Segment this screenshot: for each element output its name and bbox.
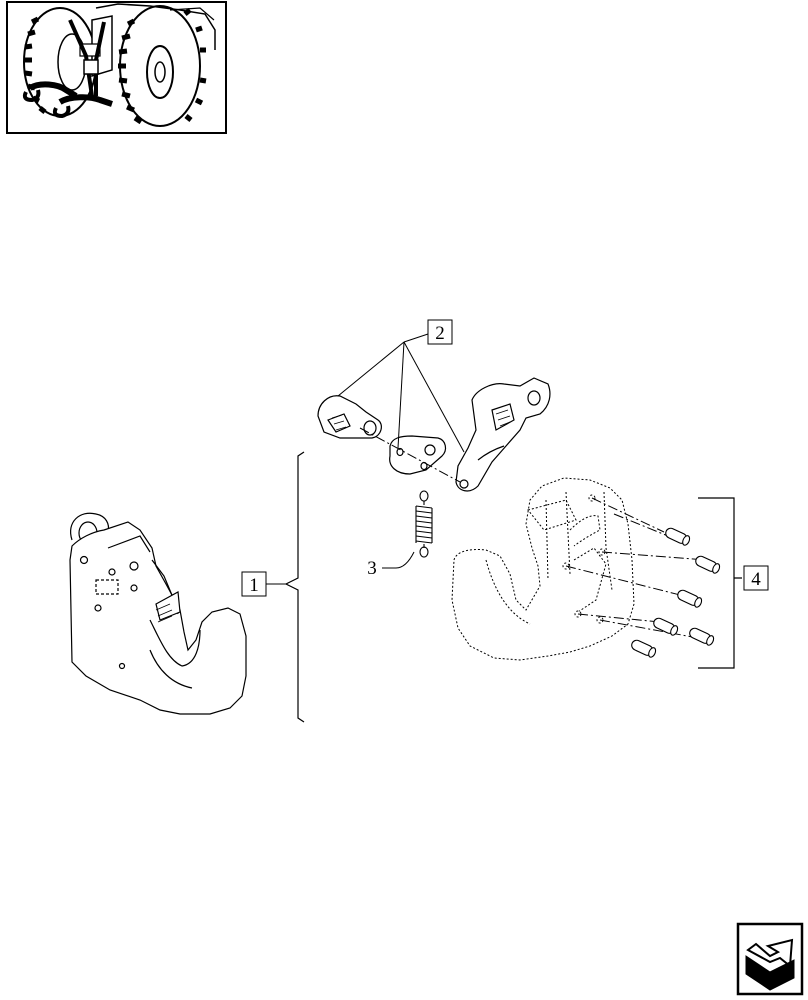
hook-body-ghost [451, 477, 635, 661]
callout-1-label: 1 [249, 575, 259, 596]
callout-1[interactable]: 1 [241, 571, 267, 597]
callout-3-label: 3 [367, 558, 377, 579]
pin [689, 627, 715, 646]
callout-2[interactable]: 2 [427, 319, 453, 345]
callout-3[interactable]: 3 [367, 558, 377, 579]
leader-line-3 [382, 551, 415, 569]
pin [665, 527, 691, 546]
latch-plate-part [389, 435, 447, 475]
assembly-axis-lines [359, 427, 461, 483]
assembly-bracket [284, 451, 305, 723]
pin [695, 555, 721, 574]
assembly-bracket-4 [698, 497, 742, 669]
pin [631, 639, 657, 658]
spring-part-3 [415, 490, 433, 558]
next-page-arrow-icon [745, 938, 795, 991]
pin [677, 589, 703, 608]
next-page-button[interactable] [736, 922, 804, 996]
leader-lines-2 [337, 333, 465, 453]
callout-4-label: 4 [751, 569, 761, 590]
tractor-rear-hitch-thumbnail-icon [22, 3, 216, 127]
callout-2-label: 2 [435, 323, 445, 344]
pins-part-4 [631, 527, 721, 658]
callout-4[interactable]: 4 [743, 565, 769, 591]
latch-part-left [317, 395, 382, 439]
pin-axis-lines [565, 497, 707, 639]
hook-assembly-part-1 [69, 512, 247, 715]
pin [653, 617, 679, 636]
right-wheel-icon [118, 5, 207, 127]
latch-lever-part [455, 377, 551, 492]
thumbnail-frame[interactable] [6, 1, 227, 134]
